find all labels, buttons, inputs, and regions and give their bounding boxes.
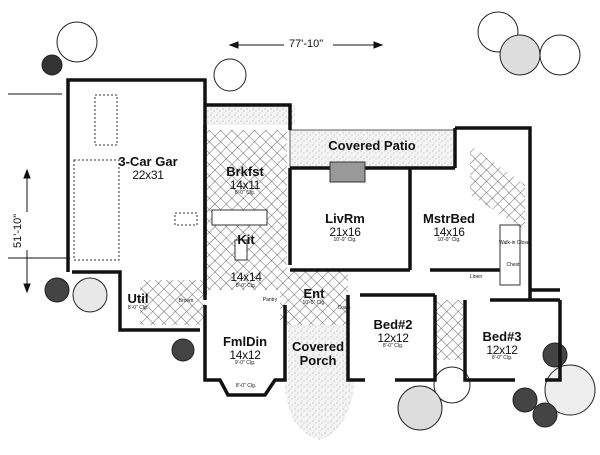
room-ceiling: 8'-0" Clg. (127, 304, 149, 311)
room-name: Ent (303, 286, 325, 301)
room-fmldin: FmlDin 14x12 9'-0" Clg. (223, 335, 267, 366)
room-size: 14x14 (230, 270, 262, 284)
room-name: Covered Porch (291, 339, 345, 368)
room-name: Util (127, 291, 149, 306)
room-ent: Ent 10'-0" Clg. (302, 287, 325, 306)
room-covered-patio: Covered Patio (328, 139, 415, 153)
room-ceiling: 8'-0" Clg. (382, 343, 404, 350)
room-size: 14x12 (229, 347, 261, 362)
room-livrm: LivRm 21x16 10'-0" Clg. (325, 212, 365, 243)
room-ceiling: 9'-0" Clg. (234, 360, 256, 367)
broom-label: Broom (178, 298, 194, 304)
room-name: LivRm (325, 211, 365, 226)
room-ceiling: 8'-0" Clg. (234, 190, 256, 197)
room-size: 14x11 (229, 177, 261, 192)
depth-dimension (8, 93, 70, 294)
room-ceiling: 10'-0" Clg. (437, 237, 461, 244)
coats-label: Coats (337, 305, 351, 311)
walk-in-closet-label: Walk-in Closet (498, 240, 532, 246)
room-garage: 3-Car Gar 22x31 (118, 155, 177, 181)
room-name: Brkfst (226, 164, 264, 179)
overall-width-label: 77'-10" (289, 38, 324, 50)
room-name: 3-Car Gar (118, 154, 178, 169)
room-size: 21x16 (329, 224, 361, 239)
room-util: Util 8'-0" Clg. (128, 292, 149, 311)
room-size: 12x12 (486, 342, 518, 357)
room-name: MstrBed (422, 211, 476, 226)
room-name: Bed#2 (373, 317, 413, 332)
room-mstrbed: MstrBed 14x16 10'-0" Clg. (423, 212, 475, 243)
room-name: Covered Patio (328, 138, 416, 153)
room-name: FmlDin (222, 334, 268, 349)
room-bed3: Bed#3 12x12 8'-0" Clg. (482, 330, 521, 361)
room-name: Kit (237, 232, 255, 247)
landscaping (41, 11, 596, 431)
width-dimension (228, 41, 384, 49)
overall-depth-label: 51'-10" (12, 213, 24, 248)
room-size: 12x12 (377, 330, 409, 345)
room-kit-size: 14x14 8'-0" Clg. (230, 270, 262, 289)
room-kit: Kit (237, 233, 254, 247)
walls (66, 78, 562, 397)
room-name: Bed#3 (482, 329, 522, 344)
room-size: 22x31 (132, 167, 164, 182)
room-ceiling: 8'-0" Clg. (491, 355, 513, 362)
room-ceiling: 10'-0" Clg. (302, 299, 326, 306)
room-size: 14x16 (433, 224, 465, 239)
room-brkfst: Brkfst 14x11 8'-0" Clg. (226, 165, 264, 196)
room-ceiling: 10'-0" Clg. (333, 237, 357, 244)
room-bed2: Bed#2 12x12 8'-0" Clg. (373, 318, 412, 349)
pantry-label: Pantry (262, 297, 278, 303)
bay-ceiling-label: 8'-0" Clg. (235, 383, 257, 389)
chest-label: Chest (506, 262, 520, 268)
room-covered-porch: Covered Porch (289, 340, 347, 367)
linen-label: Linen (469, 274, 483, 280)
room-ceiling: 8'-0" Clg. (235, 282, 257, 289)
